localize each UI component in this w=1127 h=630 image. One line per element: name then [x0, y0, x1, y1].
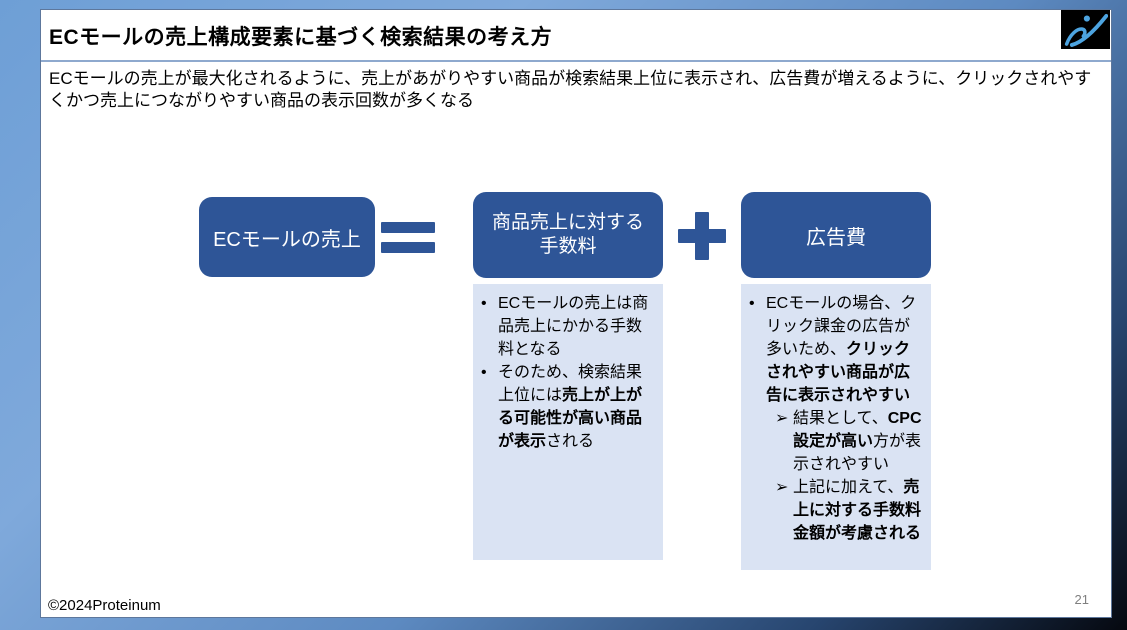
note-segment: される	[546, 433, 595, 450]
note-item: • ECモールの場合、クリック課金の広告が多いため、クリックされやすい商品が広告…	[749, 292, 925, 407]
arrow-icon: ➢	[775, 479, 789, 496]
note-text: 上記に加えて、売上に対する手数料金額が考慮される	[793, 476, 925, 545]
bullet-icon: •	[749, 295, 755, 312]
note-segment: 上記に加えて、	[793, 479, 904, 496]
proteinum-logo-icon	[1064, 13, 1108, 47]
ad-cost-box: 広告費	[741, 192, 931, 278]
note-segment: ECモールの売上は商品売上にかかる手数料となる	[498, 295, 649, 358]
plus-bar-vertical	[695, 212, 709, 260]
slide-title: ECモールの売上構成要素に基づく検索結果の考え方	[49, 26, 553, 49]
page-number: 21	[1074, 592, 1089, 607]
proteinum-logo	[1061, 10, 1110, 49]
note-item: • そのため、検索結果上位には売上が上がる可能性が高い商品が表示される	[481, 361, 657, 453]
note-item-sub: ➢ 上記に加えて、売上に対する手数料金額が考慮される	[775, 476, 925, 545]
note-segment: 結果として、	[793, 410, 888, 427]
sales-fee-box: 商品売上に対する 手数料	[473, 192, 663, 278]
bullet-icon: •	[481, 364, 487, 381]
note-segment-bold: クリックされやすい商品が広告に表示されやすい	[766, 341, 911, 404]
equals-bar-bottom	[381, 241, 435, 253]
equals-icon	[381, 210, 435, 264]
slide: ECモールの売上構成要素に基づく検索結果の考え方 ECモールの売上が最大化される…	[40, 9, 1112, 618]
plus-icon	[678, 212, 726, 260]
slide-header: ECモールの売上構成要素に基づく検索結果の考え方	[41, 10, 1111, 62]
note-segment-bold: 売上に対する手数料金額が考慮される	[793, 479, 922, 542]
note-item-sub: ➢ 結果として、CPC設定が高い方が表示されやすい	[775, 407, 925, 476]
lead-paragraph: ECモールの売上が最大化されるように、売上があがりやすい商品が検索結果上位に表示…	[49, 69, 1092, 111]
ec-mall-sales-box: ECモールの売上	[199, 197, 375, 277]
fee-notes-panel: • ECモールの売上は商品売上にかかる手数料となる • そのため、検索結果上位に…	[473, 284, 663, 560]
note-text: 結果として、CPC設定が高い方が表示されやすい	[793, 407, 925, 476]
note-text: ECモールの売上は商品売上にかかる手数料となる	[498, 292, 657, 361]
note-segment: ECモールの場合、クリック課金の広告が多いため、	[766, 295, 917, 358]
ad-notes-panel: • ECモールの場合、クリック課金の広告が多いため、クリックされやすい商品が広告…	[741, 284, 931, 570]
note-segment: そのため、検索結果上位には	[498, 364, 643, 404]
bullet-icon: •	[481, 295, 487, 312]
copyright-text: ©2024Proteinum	[48, 597, 161, 614]
equals-bar-top	[381, 221, 435, 233]
arrow-icon: ➢	[775, 410, 789, 427]
note-item: • ECモールの売上は商品売上にかかる手数料となる	[481, 292, 657, 361]
note-text: そのため、検索結果上位には売上が上がる可能性が高い商品が表示される	[498, 361, 657, 453]
note-text: ECモールの場合、クリック課金の広告が多いため、クリックされやすい商品が広告に表…	[766, 292, 925, 407]
note-segment-bold: CPC設定が高い	[793, 410, 922, 450]
note-segment: 方が表示されやすい	[793, 433, 922, 473]
note-segment-bold: 売上が上がる可能性が高い商品が表示	[498, 387, 643, 450]
